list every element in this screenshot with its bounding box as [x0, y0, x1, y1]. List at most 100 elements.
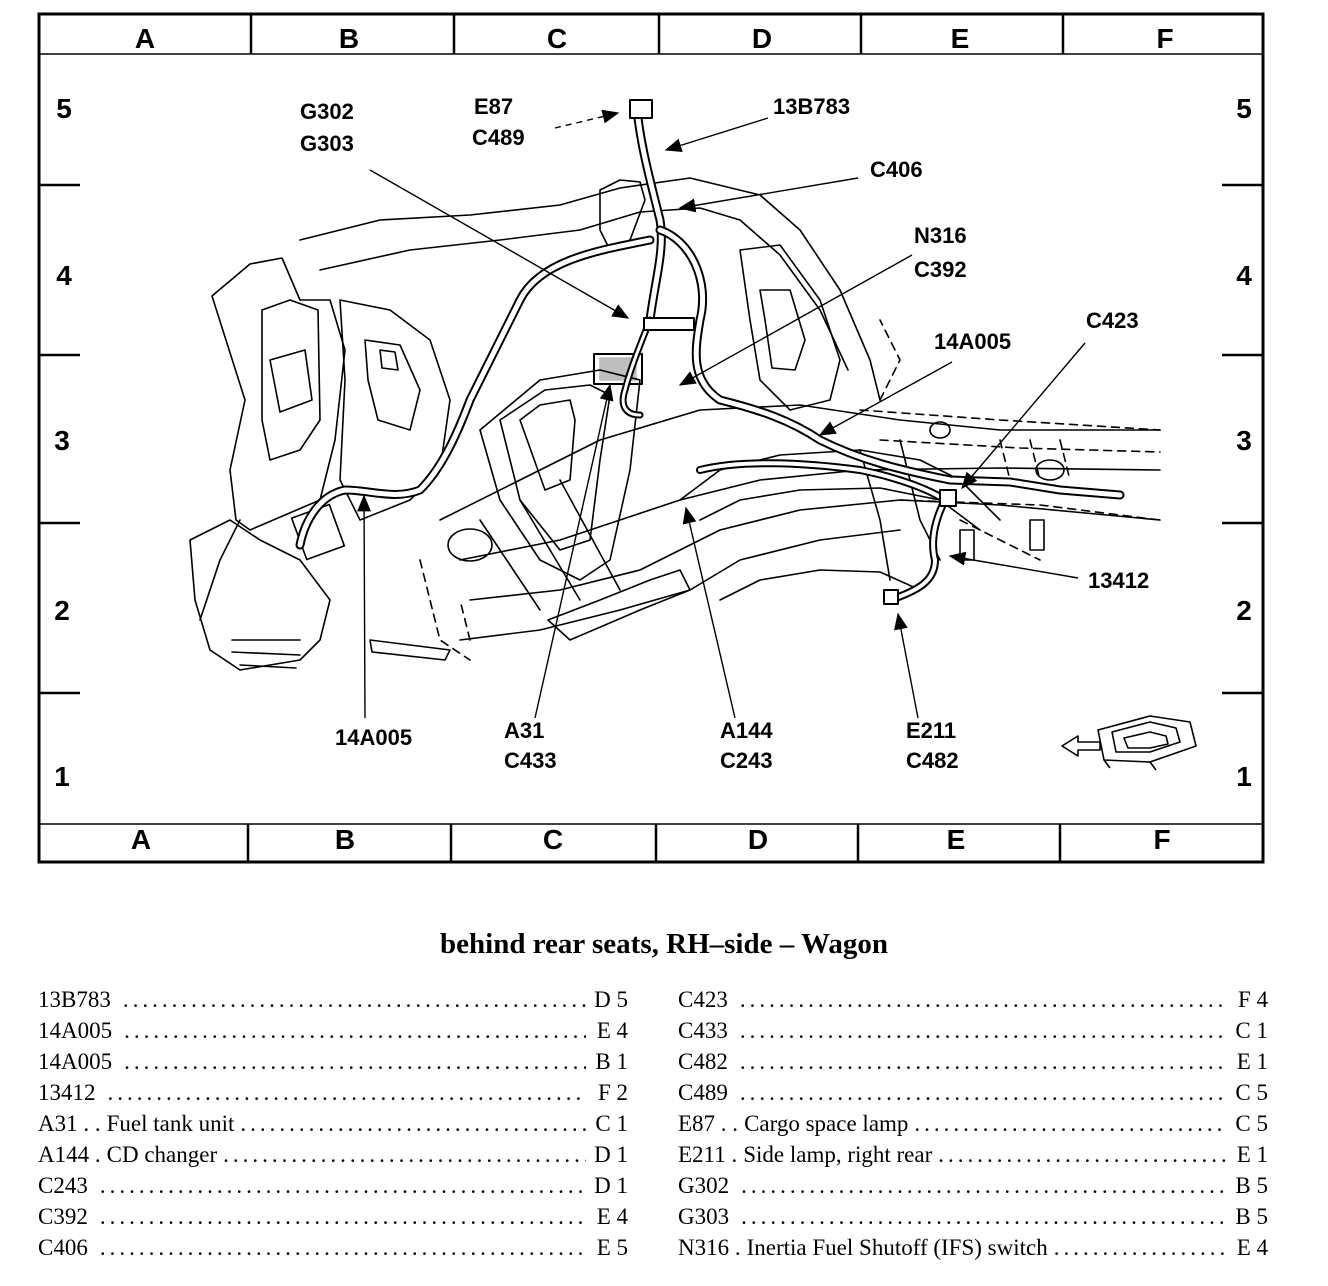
callout-c433: C433 [504, 748, 557, 773]
callout-e87: E87 [474, 94, 513, 119]
col-label-d: D [748, 824, 768, 855]
legend-location: C 1 [1235, 1018, 1268, 1043]
leader-dots [734, 984, 1226, 1015]
legend-location: E 5 [596, 1235, 628, 1260]
leader-dots [1048, 1232, 1226, 1263]
callout-c406: C406 [870, 157, 923, 182]
callout-14a005-top: 14A005 [934, 329, 1011, 354]
callout-c392: C392 [914, 257, 967, 282]
col-label-c: C [547, 23, 567, 54]
legend-row: C406 E 5 [38, 1232, 628, 1263]
leader-dots [735, 1170, 1226, 1201]
leader-dots [734, 1015, 1226, 1046]
legend-row: C423 F 4 [678, 984, 1268, 1015]
column-ticks-bottom [246, 824, 1062, 862]
col-label-e: E [947, 824, 966, 855]
legend-row: C392E 4 [38, 1201, 628, 1232]
legend-code: C423 [678, 987, 728, 1012]
leader-dots [94, 1232, 586, 1263]
legend-location: D 5 [594, 987, 628, 1012]
col-label-a: A [135, 23, 155, 54]
callout-g303: G303 [300, 131, 354, 156]
legend-row: E87 . .Cargo space lamp C 5 [678, 1108, 1268, 1139]
row-label-1: 1 [1236, 761, 1252, 792]
callout-e211: E211 [906, 718, 956, 743]
legend-location: B 1 [595, 1049, 628, 1074]
row-labels-right: 5 4 3 2 1 [1236, 93, 1252, 792]
col-label-d: D [752, 23, 772, 54]
callout-14a005-bottom: 14A005 [335, 725, 412, 750]
leader-dots [94, 1201, 586, 1232]
legend-row: G302B 5 [678, 1170, 1268, 1201]
leader-dots [217, 1139, 586, 1170]
legend-code: A31 . . [38, 1111, 101, 1136]
callout-c482: C482 [906, 748, 959, 773]
legend-desc: Side lamp, right rear [743, 1142, 933, 1167]
leader-dots [932, 1139, 1226, 1170]
legend-location: F 4 [1237, 987, 1268, 1012]
legend-location: E 1 [1236, 1142, 1268, 1167]
row-label-3: 3 [54, 425, 70, 456]
legend-location: B 5 [1235, 1204, 1268, 1229]
legend-code: G303 [678, 1204, 730, 1229]
legend-row: C482 E 1 [678, 1046, 1268, 1077]
col-label-e: E [951, 23, 970, 54]
callout-c243: C243 [720, 748, 773, 773]
callout-g302: G302 [300, 99, 354, 124]
legend-row: A31 . .Fuel tank unit C 1 [38, 1108, 628, 1139]
legend-location: F 2 [597, 1080, 628, 1105]
legend-desc: Fuel tank unit [106, 1111, 235, 1136]
vehicle-body-line-art [189, 177, 1161, 671]
legend-code: 13B783 [38, 987, 111, 1012]
legend-code: E87 . . [678, 1111, 739, 1136]
diagram-caption: behind rear seats, RH–side – Wagon [440, 928, 888, 960]
callout-labels: G302 G303 E87 C489 13B783 C406 N316 C392… [300, 94, 1149, 773]
legend-code: A144 . [38, 1142, 101, 1167]
legend-location: E 1 [1236, 1049, 1268, 1074]
legend-code: N316 . [678, 1235, 741, 1260]
legend-code: C406 [38, 1235, 88, 1260]
legend-code: C489 [678, 1080, 728, 1105]
callout-13b783: 13B783 [773, 94, 850, 119]
legend-location: C 5 [1235, 1080, 1268, 1105]
row-label-3: 3 [1236, 425, 1252, 456]
legend-row: G303 B 5 [678, 1201, 1268, 1232]
legend-row: 13B783 D 5 [38, 984, 628, 1015]
legend-code: C243 [38, 1173, 88, 1198]
legend-row: 14A005 E 4 [38, 1015, 628, 1046]
legend-location: D 1 [594, 1142, 628, 1167]
row-label-5: 5 [56, 93, 72, 124]
legend-location: E 4 [1236, 1235, 1268, 1260]
legend-location: C 1 [595, 1111, 628, 1136]
legend-code: 14A005 [38, 1049, 113, 1074]
legend-code: 13412 [38, 1080, 96, 1105]
column-labels-bottom: A B C D E F [131, 824, 1171, 855]
leader-dots [118, 1015, 586, 1046]
legend-location: E 4 [596, 1018, 628, 1043]
leader-dots [908, 1108, 1226, 1139]
legend-row: 13412 F 2 [38, 1077, 628, 1108]
wiring-harness [295, 99, 1125, 605]
leader-dots [118, 1046, 586, 1077]
callout-n316: N316 [914, 223, 967, 248]
leader-dots [102, 1077, 587, 1108]
legend-code: C482 [678, 1049, 728, 1074]
legend-row: 14A005 B 1 [38, 1046, 628, 1077]
legend-code: 14A005 [38, 1018, 113, 1043]
row-label-5: 5 [1236, 93, 1252, 124]
row-ticks [39, 183, 1263, 695]
legend-row: E211 .Side lamp, right rearE 1 [678, 1139, 1268, 1170]
legend-location: C 5 [1235, 1111, 1268, 1136]
legend-row: N316 .Inertia Fuel Shutoff (IFS) switch E… [678, 1232, 1268, 1263]
callout-c423: C423 [1086, 308, 1139, 333]
legend-code: C392 [38, 1204, 88, 1229]
vehicle-orientation-icon [1061, 715, 1197, 771]
row-labels-left: 5 4 3 2 1 [54, 93, 72, 792]
leader-dots [94, 1170, 586, 1201]
row-label-2: 2 [54, 595, 70, 626]
legend-desc: Cargo space lamp [744, 1111, 909, 1136]
legend-row: C433C 1 [678, 1015, 1268, 1046]
leader-dots [234, 1108, 586, 1139]
legend-desc: Inertia Fuel Shutoff (IFS) switch [746, 1235, 1048, 1260]
legend-code: G302 [678, 1173, 730, 1198]
